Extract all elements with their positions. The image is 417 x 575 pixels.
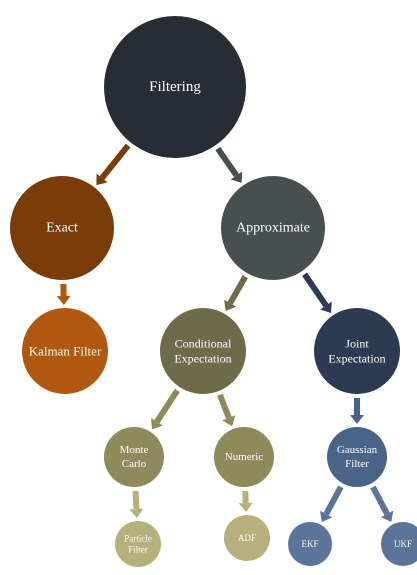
node-adf-circle: [224, 515, 270, 561]
node-adf: ADF: [224, 515, 270, 561]
edges: [56, 143, 394, 523]
node-ukf-circle: [381, 522, 417, 566]
node-particle-filter-circle: [115, 521, 161, 567]
arrow-approximate-to-conditional-expectation: [224, 275, 248, 312]
node-adf-label: ADF: [238, 533, 256, 543]
arrow-conditional-expectation-to-numeric: [217, 393, 236, 427]
node-filtering-circle: [104, 16, 246, 158]
node-filtering: Filtering: [104, 16, 246, 158]
arrow-filtering-to-approximate: [215, 146, 243, 183]
arrow-joint-expectation-to-gaussian-filter: [350, 398, 364, 424]
node-particle-filter-label: Filter: [128, 545, 148, 555]
node-kalman-filter: Kalman Filter: [22, 308, 108, 394]
node-exact-circle: [10, 176, 114, 280]
node-filtering-label: Filtering: [149, 79, 201, 95]
node-ukf: UKF: [381, 522, 417, 566]
node-gaussian-filter-label: Filter: [345, 458, 369, 470]
arrow-exact-to-kalman-filter: [56, 283, 71, 306]
node-kalman-filter-label: Kalman Filter: [29, 344, 102, 359]
node-approximate-circle: [221, 176, 325, 280]
node-conditional-expectation-circle: [160, 308, 246, 394]
node-monte-carlo-label: Monte: [120, 444, 149, 456]
node-exact-label: Exact: [46, 221, 78, 236]
node-ekf-label: EKF: [301, 539, 318, 549]
node-gaussian-filter-circle: [327, 427, 387, 487]
node-joint-expectation-label: Expectation: [328, 352, 385, 366]
arrow-gaussian-filter-to-ekf: [320, 485, 344, 523]
node-ekf: EKF: [288, 522, 332, 566]
arrow-filtering-to-exact: [96, 143, 131, 186]
node-joint-expectation-circle: [314, 308, 400, 394]
node-monte-carlo-label: Carlo: [122, 458, 147, 470]
arrow-conditional-expectation-to-monte-carlo: [151, 388, 180, 430]
arrow-approximate-to-joint-expectation: [302, 272, 332, 314]
node-numeric-circle: [214, 427, 274, 487]
node-gaussian-filter-label: Gaussian: [337, 444, 378, 456]
node-numeric-label: Numeric: [225, 451, 264, 463]
arrow-gaussian-filter-to-ukf: [370, 485, 394, 522]
node-joint-expectation-label: Joint: [345, 337, 369, 351]
node-ukf-label: UKF: [394, 539, 412, 549]
arrow-numeric-to-adf: [238, 490, 253, 513]
node-approximate-label: Approximate: [236, 221, 310, 236]
node-kalman-filter-circle: [22, 308, 108, 394]
node-approximate: Approximate: [221, 176, 325, 280]
node-conditional-expectation-label: Expectation: [174, 352, 231, 366]
node-ekf-circle: [288, 522, 332, 566]
node-monte-carlo-circle: [104, 427, 164, 487]
node-numeric: Numeric: [214, 427, 274, 487]
node-exact: Exact: [10, 176, 114, 280]
node-conditional-expectation-label: Conditional: [175, 337, 232, 351]
node-particle-filter-label: Particle: [124, 533, 152, 543]
arrow-monte-carlo-to-particle-filter: [129, 490, 144, 519]
